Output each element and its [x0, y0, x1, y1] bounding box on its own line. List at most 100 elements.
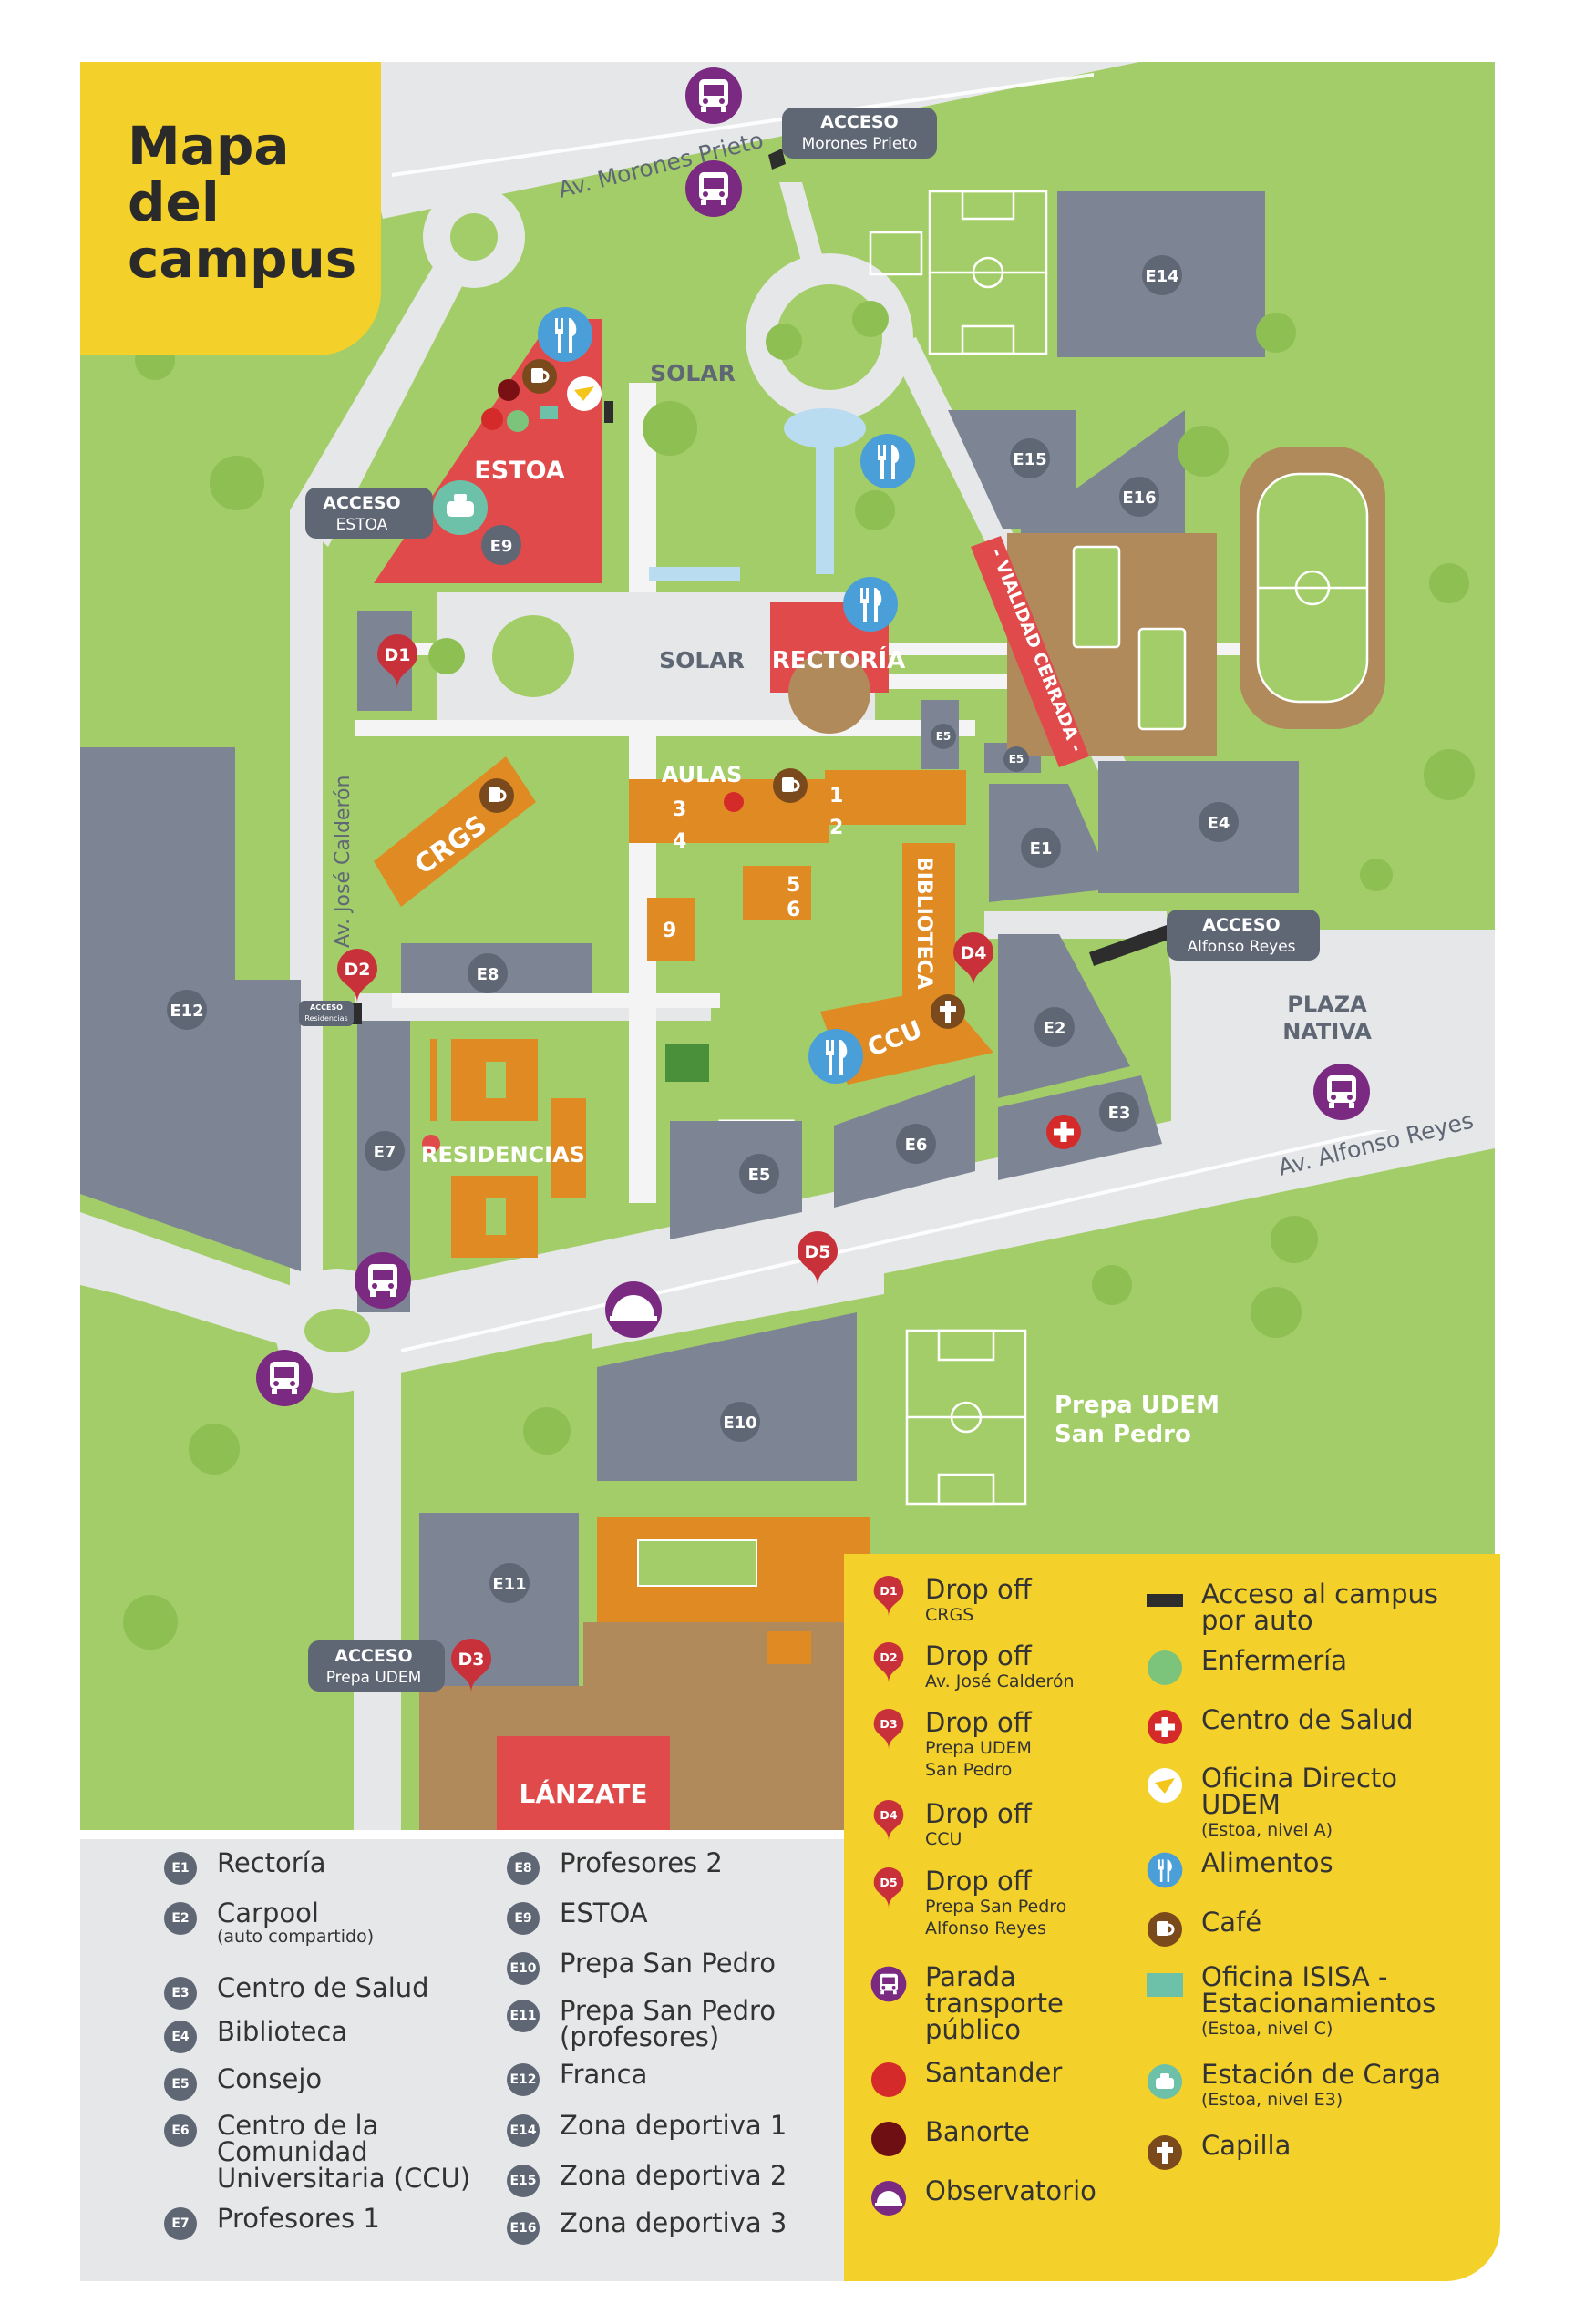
building-lanzate	[497, 1736, 670, 1830]
code-e16: E16	[1122, 488, 1156, 508]
cafe-icon[interactable]	[771, 766, 809, 805]
bus-stop-icon[interactable]	[1313, 1064, 1370, 1120]
code-e14: E14	[1145, 267, 1178, 286]
legend-item-santander: Santander	[870, 2060, 1062, 2098]
label-prepa: Prepa UDEM	[1055, 1392, 1220, 1419]
label-solar-top: SOLAR	[650, 360, 736, 386]
title-line-3: campus	[128, 228, 357, 290]
code-e2: E2	[1044, 1019, 1066, 1038]
svg-text:D5: D5	[805, 1242, 831, 1262]
svg-text:D1: D1	[880, 1584, 897, 1598]
list-item-name: Universitaria (CCU)	[217, 2163, 471, 2194]
dropoff-pin-d2[interactable]: D2	[337, 949, 377, 1003]
building-list	[80, 1839, 844, 2281]
svg-text:ACCESO: ACCESO	[1202, 915, 1280, 935]
label-estoa: ESTOA	[474, 457, 565, 485]
code-e5-top: E5	[936, 730, 952, 743]
code-badge: E8	[507, 1852, 540, 1885]
food-icon[interactable]	[843, 577, 898, 632]
street-calderon: Av. José Calderón	[332, 776, 355, 948]
aula-5: 5	[787, 874, 800, 897]
cafe-icon[interactable]	[520, 357, 559, 396]
bus-stop-icon[interactable]	[685, 67, 742, 124]
access-label-prepa: ACCESO Prepa UDEM	[308, 1640, 445, 1692]
svg-text:D3: D3	[880, 1717, 897, 1731]
code-e15: E15	[1013, 450, 1046, 469]
list-item-name: Profesores 1	[217, 2203, 380, 2234]
list-item-name: Biblioteca	[217, 2016, 348, 2047]
svg-text:Morones Prieto: Morones Prieto	[802, 135, 918, 153]
bus-stop-icon[interactable]	[256, 1350, 313, 1406]
svg-text:ACCESO: ACCESO	[310, 1003, 343, 1012]
legend-item-isisa: Oficina ISISA -Estacionamientos(Estoa, n…	[1147, 1964, 1436, 2039]
food-icon[interactable]	[808, 1029, 863, 1084]
food-icon[interactable]	[538, 307, 592, 362]
list-item-name: Rectoría	[217, 1847, 326, 1878]
food-icon[interactable]	[860, 434, 915, 488]
bus-stop-icon[interactable]	[355, 1252, 411, 1309]
list-item-name: Centro de la	[217, 2110, 379, 2141]
svg-text:D5: D5	[880, 1876, 897, 1889]
list-item-name: Zona deportiva 1	[560, 2110, 787, 2141]
svg-text:ACCESO: ACCESO	[334, 1646, 412, 1666]
label-nativa: NATIVA	[1282, 1019, 1372, 1044]
vialidad-cerrada	[971, 536, 1089, 767]
code-e8: E8	[477, 965, 499, 984]
dropoff-pin-d1[interactable]: D1	[377, 634, 417, 689]
label-plaza: PLAZA	[1287, 992, 1367, 1017]
building-e10	[597, 1312, 857, 1481]
svg-text:ACCESO: ACCESO	[323, 493, 400, 513]
aula-3: 3	[673, 798, 686, 821]
orange-buildings	[374, 756, 993, 1258]
title-box: Mapa del campus	[80, 62, 381, 355]
charging-station-icon[interactable]	[433, 480, 488, 535]
label-biblioteca: BIBLIOTECA	[912, 857, 935, 990]
access-label-estoa: ACCESO ESTOA	[305, 488, 433, 539]
list-item-name: Zona deportiva 2	[560, 2160, 787, 2191]
building-e4	[1098, 761, 1299, 893]
chapel-icon[interactable]	[931, 994, 965, 1029]
code-e6: E6	[905, 1136, 928, 1155]
code-e1: E1	[1030, 839, 1053, 859]
svg-text:ESTOA: ESTOA	[336, 516, 388, 534]
list-item: E9 ESTOA	[507, 1900, 648, 1935]
cafe-icon[interactable]	[478, 776, 516, 815]
dropoff-pin-d4[interactable]: D4	[953, 932, 993, 987]
access-label-alfonso: ACCESO Alfonso Reyes	[1167, 910, 1320, 961]
observatory-icon[interactable]	[605, 1281, 662, 1338]
code-badge: E10	[507, 1952, 540, 1985]
code-badge: E5	[164, 2068, 197, 2101]
code-e10: E10	[723, 1414, 756, 1433]
list-item-name: Carpool	[217, 1897, 319, 1928]
list-item-name: Comunidad	[217, 2136, 368, 2167]
code-e5: E5	[748, 1166, 771, 1185]
code-badge: E6	[164, 2114, 197, 2147]
code-badge: E9	[507, 1902, 540, 1935]
dropoff-pin-d3[interactable]: D3	[451, 1639, 491, 1693]
aula-1: 1	[829, 785, 843, 807]
dropoff-pin-d5[interactable]: D5	[798, 1231, 838, 1286]
sports-fields	[869, 190, 1048, 1506]
label-san-pedro: San Pedro	[1055, 1421, 1191, 1448]
svg-text:Prepa UDEM: Prepa UDEM	[326, 1669, 422, 1687]
list-item-name: (profesores)	[560, 2021, 720, 2052]
health-center-icon[interactable]	[1046, 1115, 1081, 1149]
building-e15	[948, 410, 1076, 529]
list-item-name: ESTOA	[560, 1897, 648, 1928]
list-item-name: Franca	[560, 2059, 648, 2090]
trees	[123, 301, 1475, 1650]
legend-item-carga: Estación de Carga(Estoa, nivel E3)	[1147, 2062, 1441, 2110]
